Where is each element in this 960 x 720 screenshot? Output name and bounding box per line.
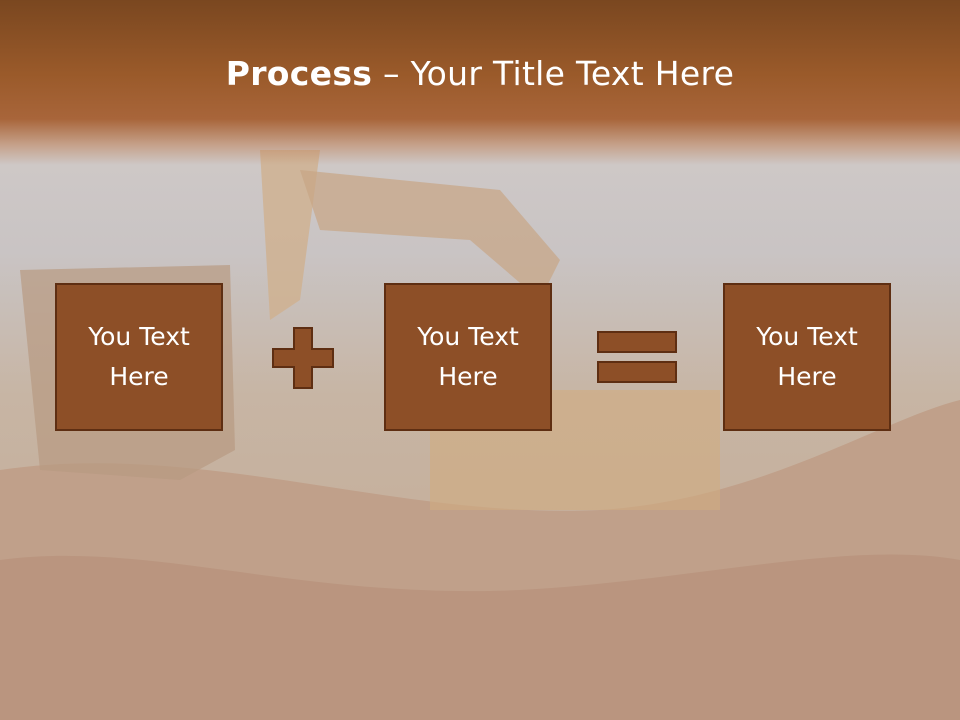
process-box-2[interactable]: You Text Here [384,283,552,431]
process-box-1-text: You Text Here [88,322,190,391]
equals-icon [597,331,677,383]
process-box-2-text: You Text Here [417,322,519,391]
slide-title: Process – Your Title Text Here [0,54,960,93]
title-bold: Process [225,54,373,93]
plus-icon [272,327,334,389]
process-box-3[interactable]: You Text Here [723,283,891,431]
process-box-1[interactable]: You Text Here [55,283,223,431]
header-band [0,0,960,165]
title-rest: – Your Title Text Here [372,54,735,93]
process-box-3-text: You Text Here [756,322,858,391]
